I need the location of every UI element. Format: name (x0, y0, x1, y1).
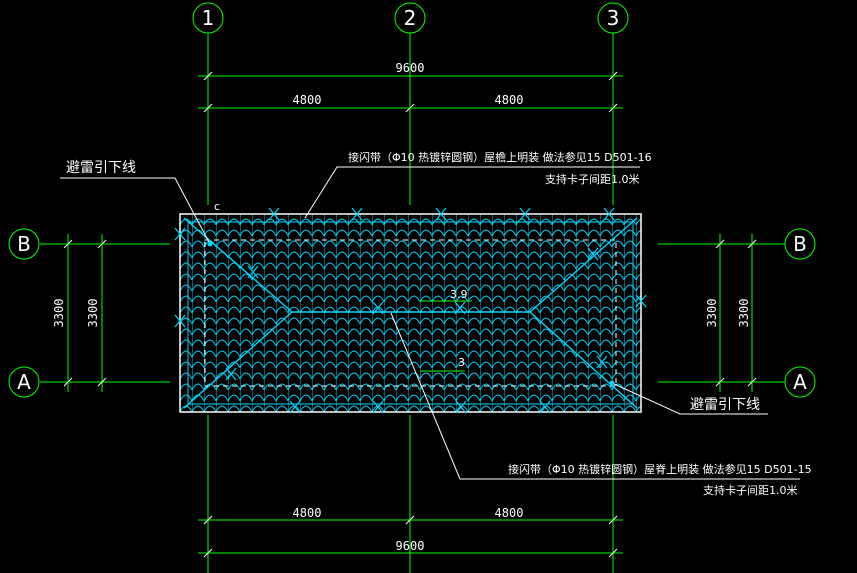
roof-edge-inner (187, 221, 634, 405)
leader-top-note (304, 166, 640, 219)
dim-top-right: 4800 (495, 93, 524, 107)
dim-bottom-right: 4800 (495, 506, 524, 520)
downlead-point-right (609, 380, 615, 386)
roof-outline (179, 213, 642, 413)
dim-top-left: 4800 (293, 93, 322, 107)
axis-bubble-2: 2 (394, 2, 426, 34)
axis-label-3: 3 (607, 6, 620, 30)
axis-bubble-a-left: A (8, 366, 40, 398)
dim-right-outer: 3300 (737, 299, 751, 328)
left-dimensions: 3300 3300 (52, 234, 107, 392)
dim-left-outer: 3300 (52, 299, 66, 328)
note-top-line2: 支持卡子间距1.0米 (545, 172, 640, 186)
axis-label-a-right: A (793, 370, 807, 394)
axis-label-b-right: B (793, 232, 807, 256)
axis-bubble-a-right: A (784, 366, 816, 398)
label-downlead-left: 避雷引下线 (66, 160, 136, 176)
leader-lines (60, 166, 800, 480)
note-top-line1: 接闪带（Φ10 热镀锌圆钢）屋檐上明装 做法参见15 D501-16 (348, 150, 652, 164)
slope-indicators: 3.9 3 (420, 288, 472, 372)
top-dimensions: 9600 4800 4800 (198, 61, 623, 113)
axis-bubble-3: 3 (597, 2, 629, 34)
leader-bottom-note (390, 312, 800, 480)
corner-mark: c (214, 200, 220, 213)
support-clips (174, 207, 647, 414)
dim-right-inner: 3300 (705, 299, 719, 328)
note-bottom-line2: 支持卡子间距1.0米 (703, 483, 798, 497)
right-dimensions: 3300 3300 (705, 234, 757, 392)
axis-label-a-left: A (17, 370, 31, 394)
roof-plan (179, 213, 642, 413)
axis-bubble-b-left: B (8, 228, 40, 260)
label-downlead-right: 避雷引下线 (690, 397, 760, 413)
bottom-dimensions: 4800 4800 9600 (198, 506, 623, 558)
dim-left-inner: 3300 (86, 299, 100, 328)
axis-label-b-left: B (17, 232, 31, 256)
axis-bubble-1: 1 (192, 2, 224, 34)
dim-top-total: 9600 (396, 61, 425, 75)
note-bottom-line1: 接闪带（Φ10 热镀锌圆钢）屋脊上明装 做法参见15 D501-15 (508, 462, 812, 476)
slope-lower: 3 (458, 356, 465, 369)
slope-upper: 3.9 (450, 288, 468, 301)
roof-ridges (183, 217, 638, 409)
axis-label-1: 1 (202, 6, 215, 30)
dim-bottom-left: 4800 (293, 506, 322, 520)
leader-downlead-right (611, 382, 768, 415)
dim-bottom-total: 9600 (396, 539, 425, 553)
leader-downlead-left (60, 177, 211, 245)
downlead-point-left (207, 241, 213, 247)
axis-grid (40, 33, 785, 573)
axis-label-2: 2 (404, 6, 417, 30)
axis-bubble-b-right: B (784, 228, 816, 260)
